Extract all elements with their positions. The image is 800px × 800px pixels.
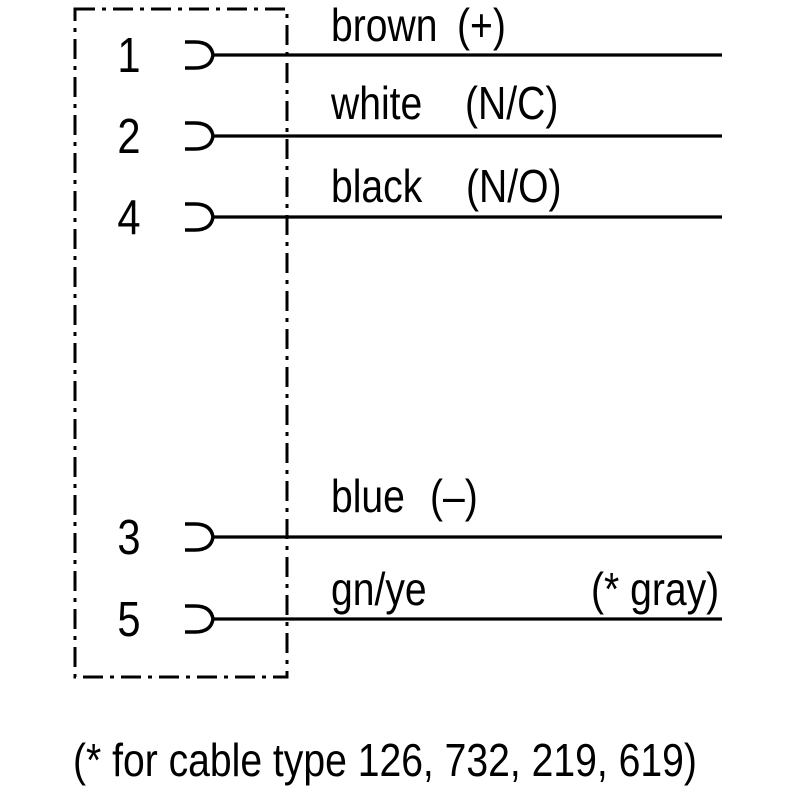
pin-4-number: 4 — [117, 191, 141, 245]
pin-2-number: 2 — [117, 110, 141, 164]
pin-1-contact-icon — [185, 40, 215, 70]
pin-5-color-label: gn/ye — [331, 563, 427, 615]
pin-2-annotation: (N/C) — [465, 77, 559, 129]
pin-2-color-label: white — [331, 77, 423, 129]
pin-2-contact-icon — [185, 121, 215, 151]
pin-4-contact-icon — [185, 202, 215, 232]
pin-5-number: 5 — [117, 593, 141, 647]
pin-5-contact-icon — [185, 604, 215, 634]
pin-4-color-label: black — [331, 160, 423, 212]
pin-4-annotation: (N/O) — [466, 160, 562, 212]
cable-type-note: (* for cable type 126, 732, 219, 619) — [73, 734, 697, 786]
pin-5-annotation: (* gray) — [591, 563, 720, 615]
pin-3-number: 3 — [117, 511, 141, 565]
connector-outline — [73, 7, 289, 679]
pin-3-annotation: (–) — [430, 470, 478, 522]
pin-1-number: 1 — [117, 29, 141, 83]
pin-3-contact-icon — [185, 522, 215, 552]
pin-1-annotation: (+) — [457, 0, 506, 51]
pin-1-color-label: brown — [331, 0, 438, 51]
pin-3-color-label: blue — [331, 470, 405, 522]
